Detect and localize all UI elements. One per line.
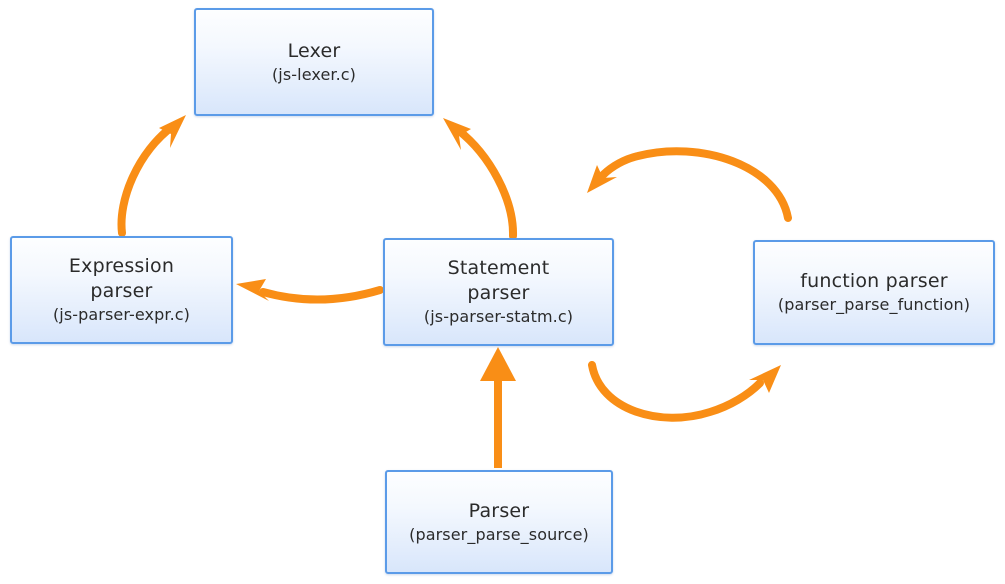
arrowhead-icon (480, 347, 516, 381)
node-statement-parser-subtitle: (js-parser-statm.c) (423, 307, 574, 326)
node-lexer-subtitle: (js-lexer.c) (271, 64, 357, 84)
arrowhead-icon (749, 365, 781, 393)
arrowhead-icon (587, 165, 617, 193)
edge-function-to-statement (587, 147, 792, 222)
node-parser[interactable]: Parser (parser_parse_source) (385, 470, 613, 574)
node-lexer[interactable]: Lexer (js-lexer.c) (194, 8, 434, 116)
node-function-parser-title: function parser (800, 270, 948, 292)
edge-statement-to-function (588, 361, 781, 422)
arrowhead-icon (236, 279, 269, 301)
node-statement-parser[interactable]: Statement parser (js-parser-statm.c) (383, 238, 614, 346)
node-expression-parser-subtitle: (js-parser-expr.c) (52, 305, 191, 324)
edge-parser-to-statement (480, 347, 516, 468)
node-lexer-title: Lexer (287, 39, 341, 62)
node-parser-title: Parser (468, 499, 530, 522)
arrowhead-icon (443, 118, 471, 150)
node-function-parser-subtitle: (parser_parse_function) (777, 295, 971, 314)
node-statement-parser-title: Statement parser (447, 257, 550, 304)
edge-statement-to-lexer (443, 118, 518, 240)
arrowhead-icon (159, 115, 186, 148)
edge-statement-to-expression (236, 279, 384, 304)
node-function-parser[interactable]: function parser (parser_parse_function) (753, 240, 995, 345)
node-parser-subtitle: (parser_parse_source) (409, 524, 589, 544)
node-expression-parser[interactable]: Expression parser (js-parser-expr.c) (10, 236, 233, 344)
node-expression-parser-title: Expression parser (68, 255, 175, 302)
edge-expression-to-lexer (117, 115, 186, 237)
